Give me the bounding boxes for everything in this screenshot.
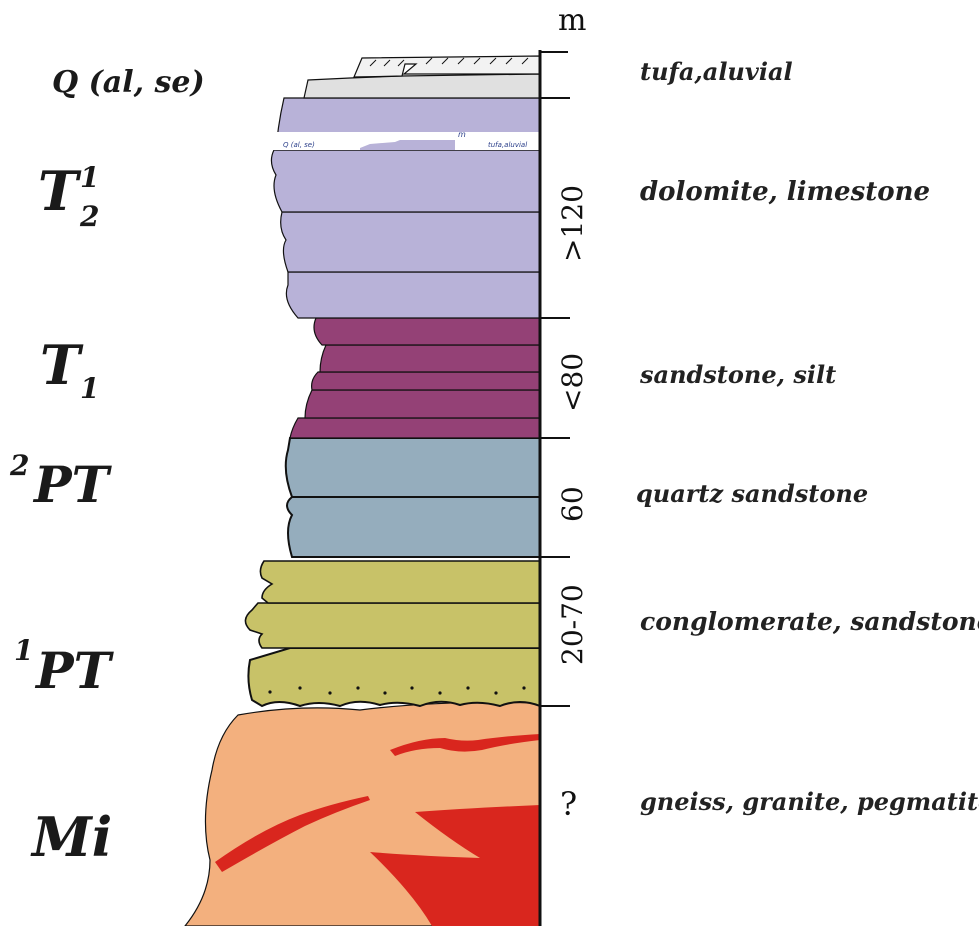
- thickness-pt1-label: 20-70: [556, 584, 589, 665]
- lithology-label-t2: dolomite, limestone: [640, 177, 930, 207]
- age-label-t1: T: [40, 333, 84, 397]
- age-label-mi: Mi: [30, 805, 112, 869]
- t1-bed-4: [320, 345, 540, 372]
- pt2-bed-lower: [287, 497, 540, 557]
- pt1-bed-lower: [248, 648, 540, 706]
- t2-bed-3: [271, 150, 540, 212]
- age-label-pt1-prefix: 1: [14, 634, 33, 667]
- t2-bed-2: [281, 212, 540, 272]
- age-label-pt1: PT: [34, 641, 115, 700]
- unit-t2: [271, 98, 540, 318]
- t2-bed-1: [286, 272, 540, 318]
- inset-strip-lithology-label: tufa,aluvial: [488, 141, 527, 149]
- unit-pt2: [286, 438, 540, 557]
- age-t2-main: T: [38, 159, 82, 223]
- inset-strip: Q (al, se) tufa,aluvial m: [268, 130, 543, 150]
- unit-mi: [185, 702, 540, 926]
- thickness-t1-label: <80: [556, 353, 589, 412]
- t1-bed-3: [312, 372, 540, 390]
- age-label-t2-superscript: 1: [80, 161, 99, 194]
- scale-unit-label: m: [558, 3, 586, 38]
- lithology-label-pt2: quartz sandstone: [636, 479, 868, 508]
- age-label-t2: T: [38, 159, 82, 223]
- age-label-t2-subscript: 2: [79, 200, 99, 233]
- lithology-label-t1: sandstone, silt: [639, 360, 836, 389]
- inset-strip-unit-label: m: [458, 130, 466, 139]
- lithology-label-quaternary: tufa,aluvial: [640, 57, 793, 86]
- pt1-bed-middle: [245, 603, 540, 648]
- inset-strip-age-label: Q (al, se): [283, 141, 315, 149]
- t1-bed-1: [290, 418, 540, 438]
- t1-bed-5: [314, 318, 540, 345]
- pt2-bed-upper: [286, 438, 540, 497]
- unit-quaternary: [304, 56, 540, 98]
- thickness-mi-label: ?: [560, 785, 577, 823]
- age-label-pt2: PT: [32, 455, 113, 514]
- unit-t1: [290, 318, 540, 438]
- t1-bed-2: [305, 390, 540, 418]
- pt1-bed-upper: [260, 561, 540, 603]
- lithology-label-pt1: conglomerate, sandstone: [640, 607, 979, 636]
- age-label-t1-subscript: 1: [80, 372, 99, 405]
- thickness-t2-label: >120: [556, 185, 589, 262]
- unit-pt1: [245, 561, 540, 706]
- thickness-pt2-label: 60: [556, 486, 589, 522]
- age-label-quaternary: Q (al, se): [52, 65, 205, 100]
- age-label-pt2-prefix: 2: [9, 449, 29, 482]
- quaternary-alluvial-bed: [304, 74, 540, 98]
- lithology-label-mi: gneiss, granite, pegmatite: [640, 787, 979, 816]
